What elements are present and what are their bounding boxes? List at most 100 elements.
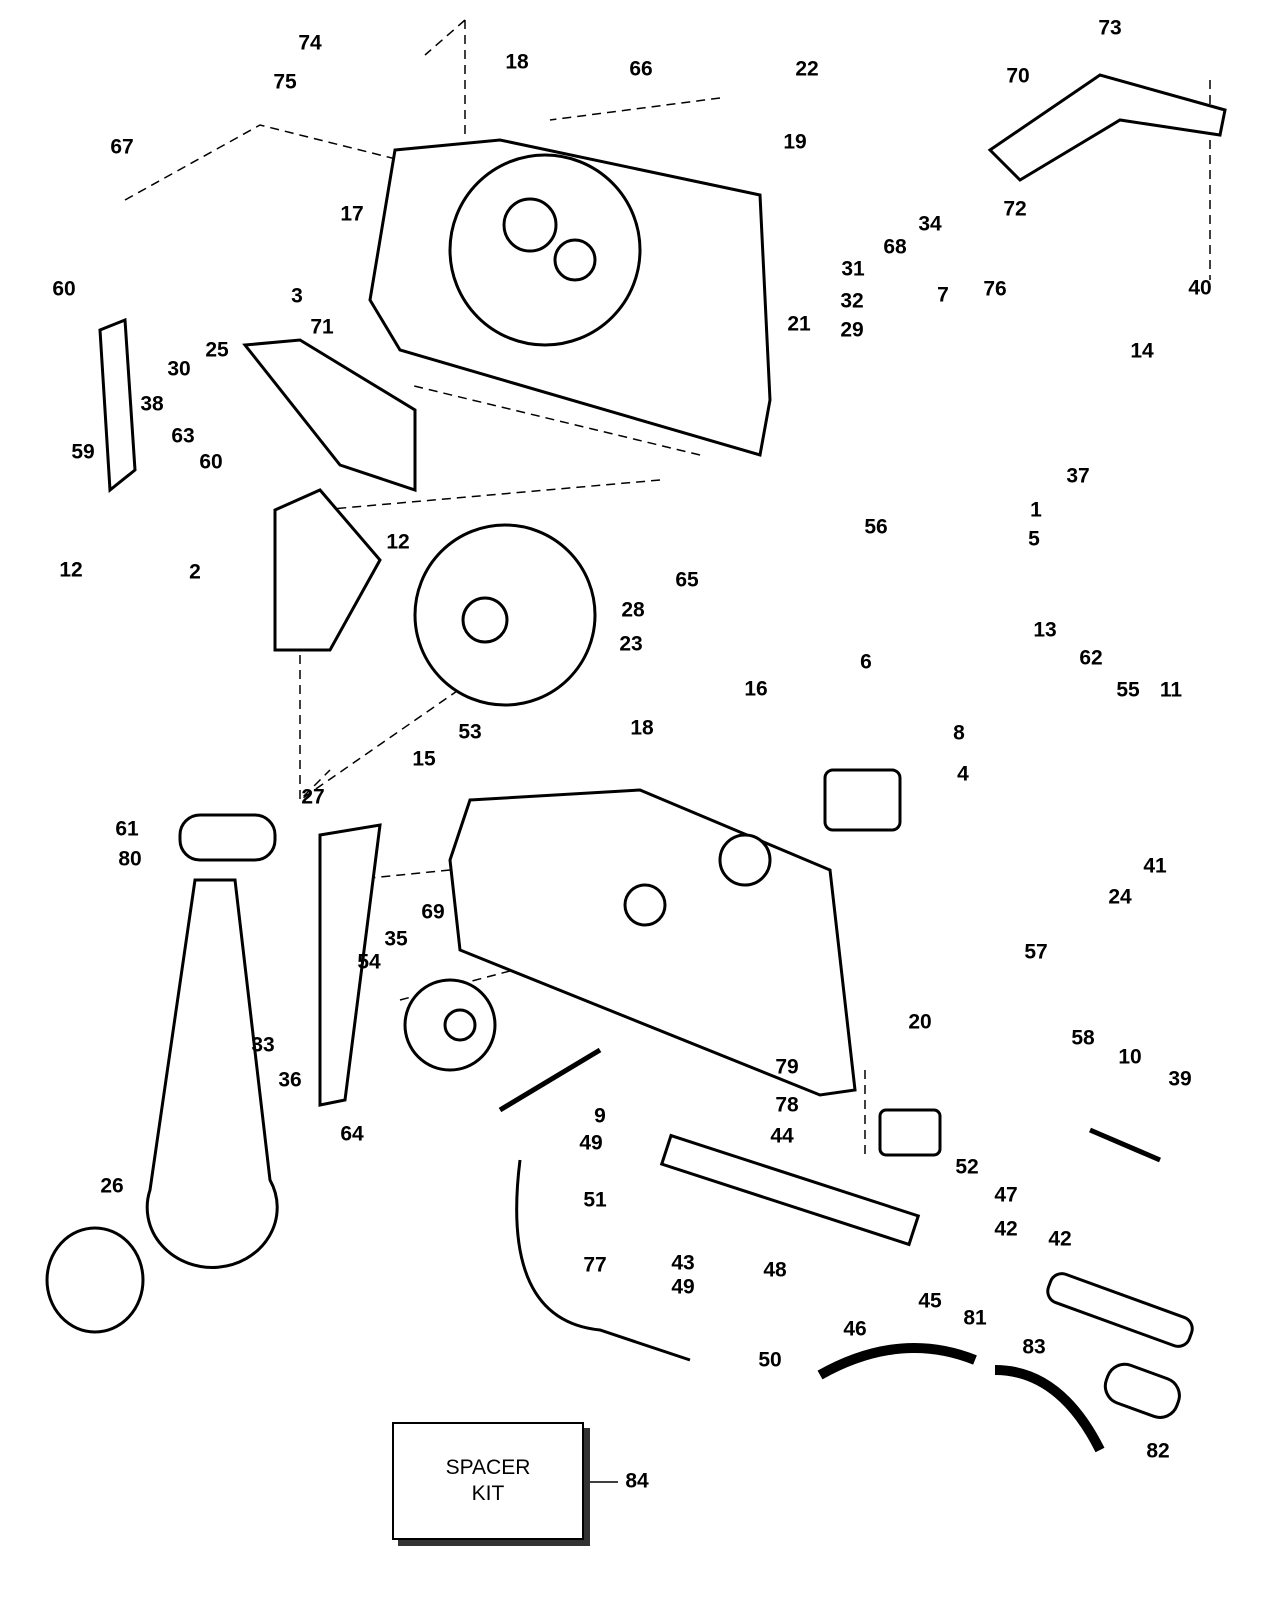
callout-15: 15 bbox=[412, 748, 436, 771]
callout-48: 48 bbox=[763, 1259, 787, 1282]
callout-5: 5 bbox=[1028, 528, 1040, 551]
callout-42: 42 bbox=[1048, 1228, 1071, 1251]
cover-26 bbox=[45, 1226, 145, 1334]
lever-38 bbox=[98, 317, 137, 493]
callout-65: 65 bbox=[675, 569, 699, 592]
callout-4: 4 bbox=[957, 763, 969, 786]
callout-84: 84 bbox=[625, 1470, 649, 1493]
callout-74: 74 bbox=[298, 32, 322, 55]
callout-81: 81 bbox=[963, 1307, 987, 1330]
callout-27: 27 bbox=[301, 786, 324, 809]
callout-31: 31 bbox=[841, 258, 865, 281]
bracket-2 bbox=[273, 488, 382, 652]
callout-63: 63 bbox=[171, 425, 194, 448]
callout-33: 33 bbox=[251, 1034, 274, 1057]
callout-53: 53 bbox=[458, 721, 481, 744]
callout-18: 18 bbox=[630, 717, 654, 740]
callout-36: 36 bbox=[278, 1069, 301, 1092]
callout-49: 49 bbox=[579, 1132, 602, 1155]
callout-83: 83 bbox=[1022, 1336, 1045, 1359]
callout-10: 10 bbox=[1118, 1046, 1141, 1069]
callout-19: 19 bbox=[783, 131, 806, 154]
callout-12: 12 bbox=[59, 559, 82, 582]
callout-51: 51 bbox=[583, 1189, 607, 1212]
callout-58: 58 bbox=[1071, 1027, 1095, 1050]
callout-62: 62 bbox=[1079, 647, 1102, 670]
callout-55: 55 bbox=[1116, 679, 1140, 702]
callout-34: 34 bbox=[918, 213, 942, 236]
callout-18: 18 bbox=[505, 51, 529, 74]
callout-75: 75 bbox=[273, 71, 297, 94]
plate-63 bbox=[242, 338, 417, 493]
callout-7: 7 bbox=[937, 284, 949, 307]
handle-80 bbox=[145, 878, 279, 1269]
callout-52: 52 bbox=[955, 1156, 978, 1179]
callout-60: 60 bbox=[199, 451, 222, 474]
harness bbox=[659, 1133, 921, 1247]
callout-1: 1 bbox=[1030, 499, 1042, 522]
callout-80: 80 bbox=[118, 848, 141, 871]
callout-73: 73 bbox=[1098, 17, 1121, 40]
callout-41: 41 bbox=[1143, 855, 1167, 878]
callout-76: 76 bbox=[983, 278, 1006, 301]
callout-79: 79 bbox=[775, 1056, 798, 1079]
callout-35: 35 bbox=[384, 928, 408, 951]
callout-59: 59 bbox=[71, 441, 94, 464]
sleeve-42 bbox=[1046, 1272, 1194, 1348]
callout-56: 56 bbox=[864, 516, 887, 539]
callout-78: 78 bbox=[775, 1094, 799, 1117]
callout-32: 32 bbox=[840, 290, 863, 313]
callout-50: 50 bbox=[758, 1349, 781, 1372]
callout-9: 9 bbox=[594, 1105, 606, 1128]
callout-69: 69 bbox=[421, 901, 444, 924]
callout-11: 11 bbox=[1160, 679, 1183, 702]
callout-67: 67 bbox=[110, 136, 133, 159]
callout-54: 54 bbox=[357, 951, 381, 974]
callout-45: 45 bbox=[918, 1290, 942, 1313]
callout-14: 14 bbox=[1130, 340, 1154, 363]
callout-12: 12 bbox=[386, 531, 409, 554]
callout-47: 47 bbox=[994, 1184, 1017, 1207]
callout-40: 40 bbox=[1188, 277, 1211, 300]
callout-39: 39 bbox=[1168, 1068, 1191, 1091]
callout-77: 77 bbox=[583, 1254, 606, 1277]
callout-3: 3 bbox=[291, 285, 303, 308]
callout-82: 82 bbox=[1146, 1440, 1169, 1463]
callout-68: 68 bbox=[883, 236, 907, 259]
callout-57: 57 bbox=[1024, 941, 1047, 964]
callout-60: 60 bbox=[52, 278, 75, 301]
callout-28: 28 bbox=[621, 599, 645, 622]
callout-30: 30 bbox=[167, 358, 190, 381]
callout-43: 43 bbox=[671, 1252, 694, 1275]
callout-61: 61 bbox=[115, 818, 139, 841]
callout-22: 22 bbox=[795, 58, 818, 81]
spacer-kit-line1: SPACER bbox=[445, 1456, 531, 1479]
callout-71: 71 bbox=[310, 316, 334, 339]
callout-21: 21 bbox=[787, 313, 811, 336]
cable-83 bbox=[1103, 1362, 1181, 1419]
callout-24: 24 bbox=[1108, 886, 1132, 909]
slider-27 bbox=[318, 823, 382, 1107]
lower-housing bbox=[448, 788, 857, 1097]
callout-16: 16 bbox=[744, 678, 767, 701]
parts bbox=[45, 73, 1227, 1453]
cylinder-61 bbox=[178, 813, 277, 862]
callout-38: 38 bbox=[140, 393, 164, 416]
callout-42: 42 bbox=[994, 1218, 1017, 1241]
callout-26: 26 bbox=[100, 1175, 123, 1198]
cable-81 bbox=[817, 1343, 1105, 1453]
callout-44: 44 bbox=[770, 1125, 794, 1148]
callout-46: 46 bbox=[843, 1318, 866, 1341]
cable-77 bbox=[515, 1159, 691, 1362]
callout-70: 70 bbox=[1006, 65, 1029, 88]
callout-23: 23 bbox=[619, 633, 642, 656]
bolt-9 bbox=[498, 1047, 602, 1113]
callout-6: 6 bbox=[860, 651, 872, 674]
callout-66: 66 bbox=[629, 58, 652, 81]
callout-20: 20 bbox=[908, 1011, 931, 1034]
pin-39 bbox=[1089, 1127, 1161, 1163]
callout-25: 25 bbox=[205, 339, 229, 362]
callout-2: 2 bbox=[189, 561, 201, 584]
